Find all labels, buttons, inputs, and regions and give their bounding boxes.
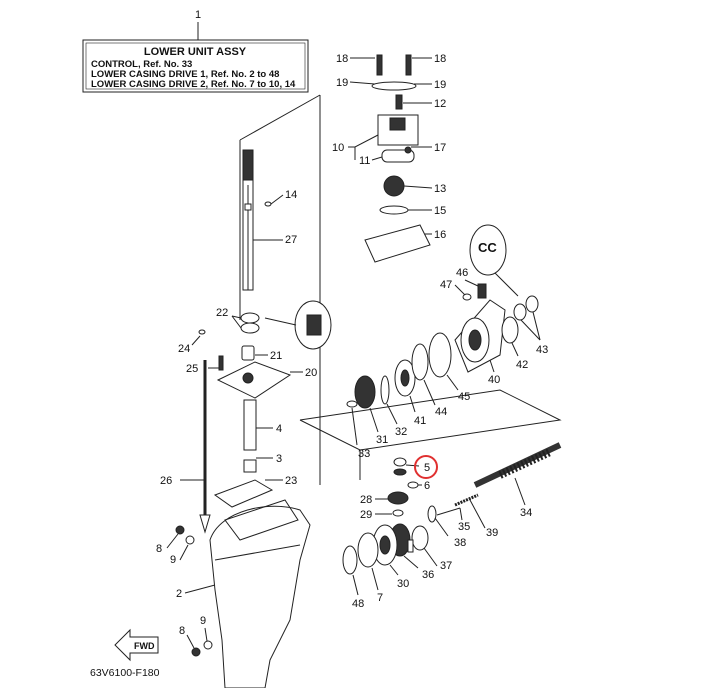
label-28: 28 bbox=[360, 494, 372, 506]
label-27: 27 bbox=[285, 234, 297, 246]
label-19b: 19 bbox=[434, 79, 446, 91]
label-19a: 19 bbox=[336, 77, 348, 89]
propeller-shaft bbox=[473, 442, 562, 488]
label-33: 33 bbox=[358, 448, 370, 460]
label-11: 11 bbox=[359, 155, 370, 167]
header-row-1: CONTROL, Ref. No. 33 bbox=[91, 59, 192, 70]
water-pump-group bbox=[364, 54, 431, 263]
label-32: 32 bbox=[395, 426, 407, 438]
label-45: 45 bbox=[458, 391, 470, 403]
fwd-label: FWD bbox=[134, 641, 155, 651]
label-8b: 8 bbox=[179, 625, 185, 637]
label-31: 31 bbox=[376, 434, 388, 446]
label-23: 23 bbox=[285, 475, 297, 487]
label-43: 43 bbox=[536, 344, 548, 356]
header-row-2: LOWER CASING DRIVE 1, Ref. No. 2 to 48 bbox=[91, 69, 279, 80]
label-40: 40 bbox=[488, 374, 500, 386]
fwd-arrow-icon: FWD bbox=[114, 628, 159, 662]
cc-detail-bubble: CC bbox=[469, 224, 519, 297]
label-22: 22 bbox=[216, 307, 228, 319]
label-35: 35 bbox=[458, 521, 470, 533]
label-30: 30 bbox=[397, 578, 409, 590]
label-21: 21 bbox=[270, 350, 282, 362]
label-7: 7 bbox=[377, 592, 383, 604]
label-12: 12 bbox=[434, 98, 446, 110]
label-29: 29 bbox=[360, 509, 372, 521]
label-9a: 9 bbox=[170, 554, 176, 566]
label-47: 47 bbox=[440, 279, 452, 291]
header-box: LOWER UNIT ASSY CONTROL, Ref. No. 33 LOW… bbox=[82, 39, 309, 93]
label-18a: 18 bbox=[336, 53, 348, 65]
header-row-3: LOWER CASING DRIVE 2, Ref. No. 7 to 10, … bbox=[91, 79, 296, 90]
label-37: 37 bbox=[440, 560, 452, 572]
label-8a: 8 bbox=[156, 543, 162, 555]
label-36: 36 bbox=[422, 569, 434, 581]
label-13: 13 bbox=[434, 183, 446, 195]
footer-code: 63V6100-F180 bbox=[90, 667, 160, 679]
label-9b: 9 bbox=[200, 615, 206, 627]
seal-detail-bubble bbox=[264, 300, 332, 350]
label-46: 46 bbox=[456, 267, 468, 279]
label-10: 10 bbox=[332, 142, 344, 154]
assembly-index: 1 bbox=[195, 9, 201, 21]
label-44: 44 bbox=[435, 406, 447, 418]
label-42: 42 bbox=[516, 359, 528, 371]
cc-label: CC bbox=[478, 240, 497, 255]
label-5: 5 bbox=[424, 462, 430, 474]
label-24: 24 bbox=[178, 343, 190, 355]
header-title: LOWER UNIT ASSY bbox=[144, 46, 247, 58]
label-2: 2 bbox=[176, 588, 182, 600]
lower-casing bbox=[209, 499, 311, 688]
label-48: 48 bbox=[352, 598, 364, 610]
label-25: 25 bbox=[186, 363, 198, 375]
label-39: 39 bbox=[486, 527, 498, 539]
label-16: 16 bbox=[434, 229, 446, 241]
highlight-circle bbox=[414, 455, 438, 479]
label-18b: 18 bbox=[434, 53, 446, 65]
drive-shaft bbox=[242, 149, 254, 291]
label-6: 6 bbox=[424, 480, 430, 492]
label-15: 15 bbox=[434, 205, 446, 217]
label-20: 20 bbox=[305, 367, 317, 379]
label-4: 4 bbox=[276, 423, 282, 435]
label-38: 38 bbox=[454, 537, 466, 549]
label-3: 3 bbox=[276, 453, 282, 465]
label-17: 17 bbox=[434, 142, 446, 154]
label-26: 26 bbox=[160, 475, 172, 487]
label-41: 41 bbox=[414, 415, 426, 427]
label-14: 14 bbox=[285, 189, 297, 201]
label-34: 34 bbox=[520, 507, 532, 519]
